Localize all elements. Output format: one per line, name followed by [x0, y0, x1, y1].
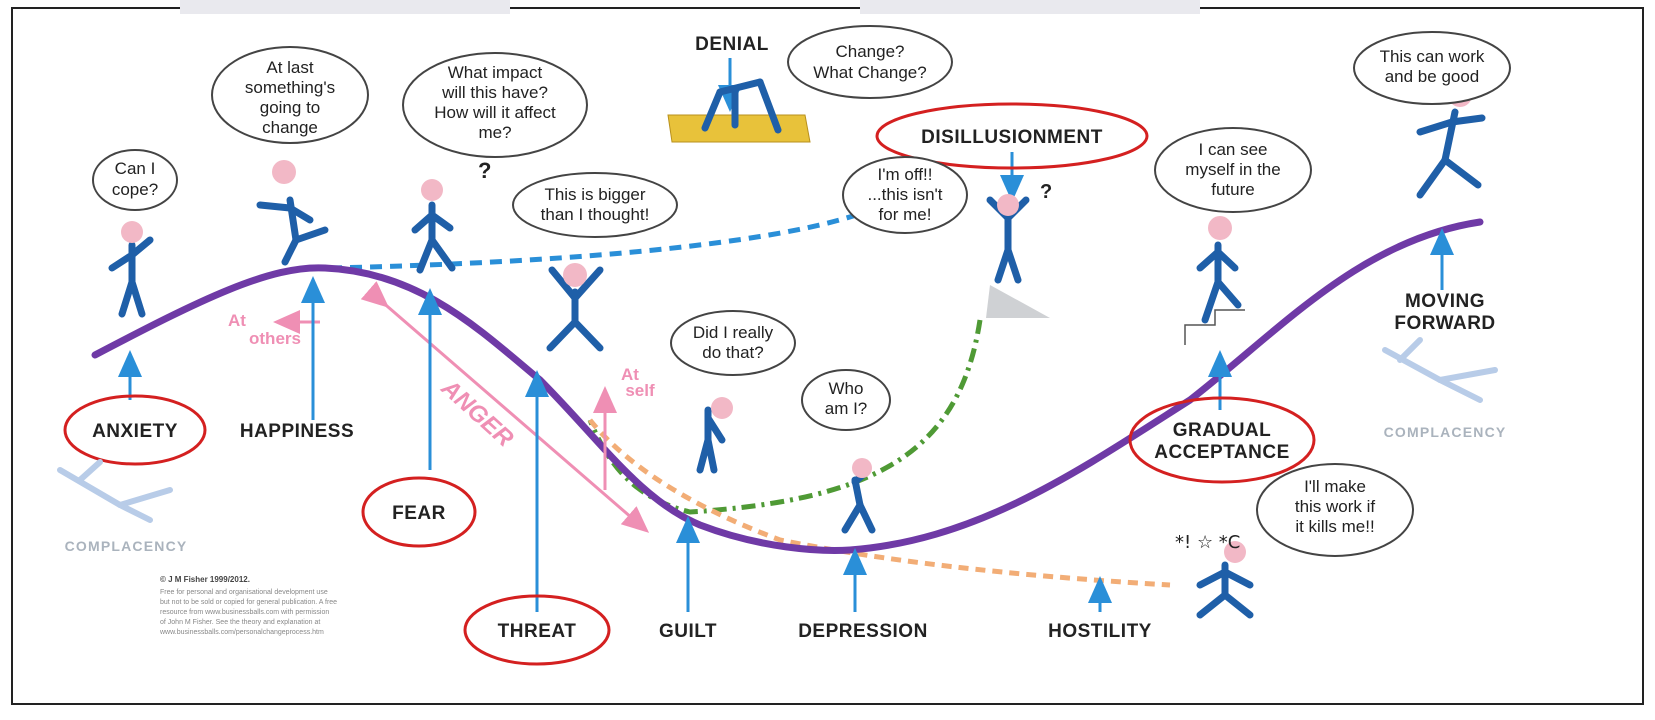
- label-disillusionment: DISILLUSIONMENT: [921, 127, 1103, 148]
- question-mark-fear: ?: [478, 158, 491, 183]
- highlight-gradual-acceptance: [1128, 396, 1316, 484]
- highlight-disillusionment: [875, 102, 1149, 170]
- copyright-heading: © J M Fisher 1999/2012.: [160, 575, 250, 584]
- label-moving-forward-1: MOVING: [1405, 291, 1485, 312]
- question-mark-disillusionment: ?: [1040, 181, 1052, 203]
- label-denial: DENIAL: [695, 34, 769, 55]
- label-at-self-2: self: [625, 381, 655, 400]
- cloud-did-i: [670, 310, 796, 376]
- hostility-dashed-path: [588, 418, 1171, 588]
- copyright-line: Free for personal and organisational dev…: [160, 589, 328, 596]
- anger-arrow: [360, 281, 650, 533]
- stage-labels: DENIAL DISILLUSIONMENT MOVING FORWARD AN…: [65, 34, 1507, 642]
- cloud-im-off: [842, 156, 968, 234]
- thought-change: Change?What Change?: [813, 42, 926, 82]
- complacency-figure-right: [1382, 337, 1498, 403]
- highlight-threat: [463, 594, 611, 666]
- denial-figure: [701, 78, 782, 134]
- hostility-figure: [1196, 541, 1254, 619]
- figures: [108, 78, 1486, 619]
- label-at-others-1: At: [228, 311, 246, 330]
- cloud-can-work: [1353, 31, 1511, 105]
- complacency-figures: [57, 337, 1498, 523]
- label-complacency-right: COMPLACENCY: [1384, 424, 1507, 440]
- guilt-figure: [696, 397, 733, 474]
- label-anxiety: ANXIETY: [92, 421, 178, 442]
- label-at-self-1: At: [621, 365, 639, 384]
- cloud-at-last: [211, 46, 369, 144]
- cloud-change: [787, 25, 953, 99]
- depression-figure: [841, 458, 876, 534]
- cloud-who-am-i: [801, 369, 891, 431]
- label-depression: DEPRESSION: [798, 621, 928, 642]
- copyright-line: of John M Fisher. See the theory and exp…: [160, 619, 320, 626]
- cloud-what-impact: [402, 52, 588, 158]
- complacency-figure-left: [57, 459, 173, 523]
- header-fragment-right: [860, 0, 1200, 14]
- label-gradual-acceptance-2: ACCEPTANCE: [1154, 442, 1290, 463]
- sand-pit: [667, 114, 811, 143]
- cloud-make-work: [1256, 463, 1414, 557]
- pedestal: [986, 285, 1050, 318]
- diagram-frame: [11, 7, 1644, 705]
- copyright-block: © J M Fisher 1999/2012. Free for persona…: [159, 575, 337, 636]
- disillusionment-figure: [986, 194, 1030, 284]
- label-moving-forward-2: FORWARD: [1394, 313, 1495, 334]
- header-fragment-left: [180, 0, 510, 14]
- cloud-bigger: [512, 172, 678, 238]
- label-complacency-left: COMPLACENCY: [65, 538, 188, 554]
- label-threat: THREAT: [498, 621, 577, 642]
- label-happiness: HAPPINESS: [240, 421, 354, 442]
- anxiety-figure: [108, 221, 154, 318]
- acceptance-figure: [1196, 216, 1242, 324]
- highlight-anxiety: [63, 394, 207, 466]
- label-hostility: HOSTILITY: [1048, 621, 1152, 642]
- copyright-line: www.businessballs.com/personalchangeproc…: [159, 629, 324, 636]
- label-gradual-acceptance-1: GRADUAL: [1173, 420, 1272, 441]
- label-guilt: GUILT: [659, 621, 717, 642]
- fear-figure: [411, 179, 456, 274]
- copyright-line: resource from www.businessballs.com with…: [160, 609, 329, 616]
- cloud-see-myself: [1154, 127, 1312, 213]
- happiness-figure: [256, 160, 329, 266]
- exclaim-marks: *! ☆ *C: [1175, 532, 1240, 553]
- denial-dashed-path: [329, 205, 876, 271]
- threat-figure: [546, 263, 604, 352]
- change-curve: [91, 218, 1484, 554]
- cloud-can-i-cope: [92, 149, 178, 211]
- label-fear: FEAR: [392, 503, 446, 524]
- highlight-fear: [361, 476, 477, 548]
- copyright-line: but not to be sold or copied for general…: [160, 599, 337, 606]
- stairs: [1184, 309, 1245, 345]
- label-at-others-2: others: [249, 329, 301, 348]
- thought-clouds: [92, 25, 1511, 557]
